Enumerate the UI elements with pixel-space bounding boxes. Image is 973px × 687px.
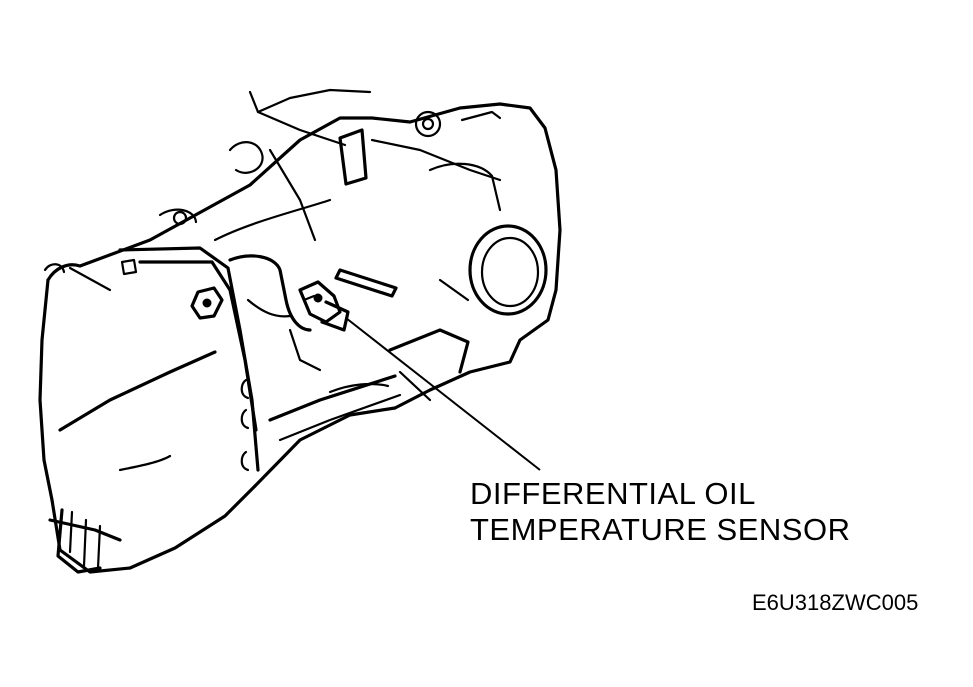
figure-code: E6U318ZWC005 [752, 590, 919, 615]
differential-oil-temperature-sensor [298, 280, 350, 332]
bracket-pipe [228, 254, 322, 372]
sensor-callout-label: DIFFERENTIAL OIL TEMPERATURE SENSOR [470, 476, 850, 548]
upper-case-details [158, 110, 502, 298]
callout-line-2: TEMPERATURE SENSOR [470, 512, 851, 547]
front-flange [43, 246, 260, 574]
callout-leader-line [345, 317, 541, 471]
side-bearing-port [468, 224, 548, 316]
mounting-bolts [120, 210, 224, 320]
lower-case-details [268, 278, 470, 442]
callout-line-1: DIFFERENTIAL OIL [470, 476, 756, 511]
